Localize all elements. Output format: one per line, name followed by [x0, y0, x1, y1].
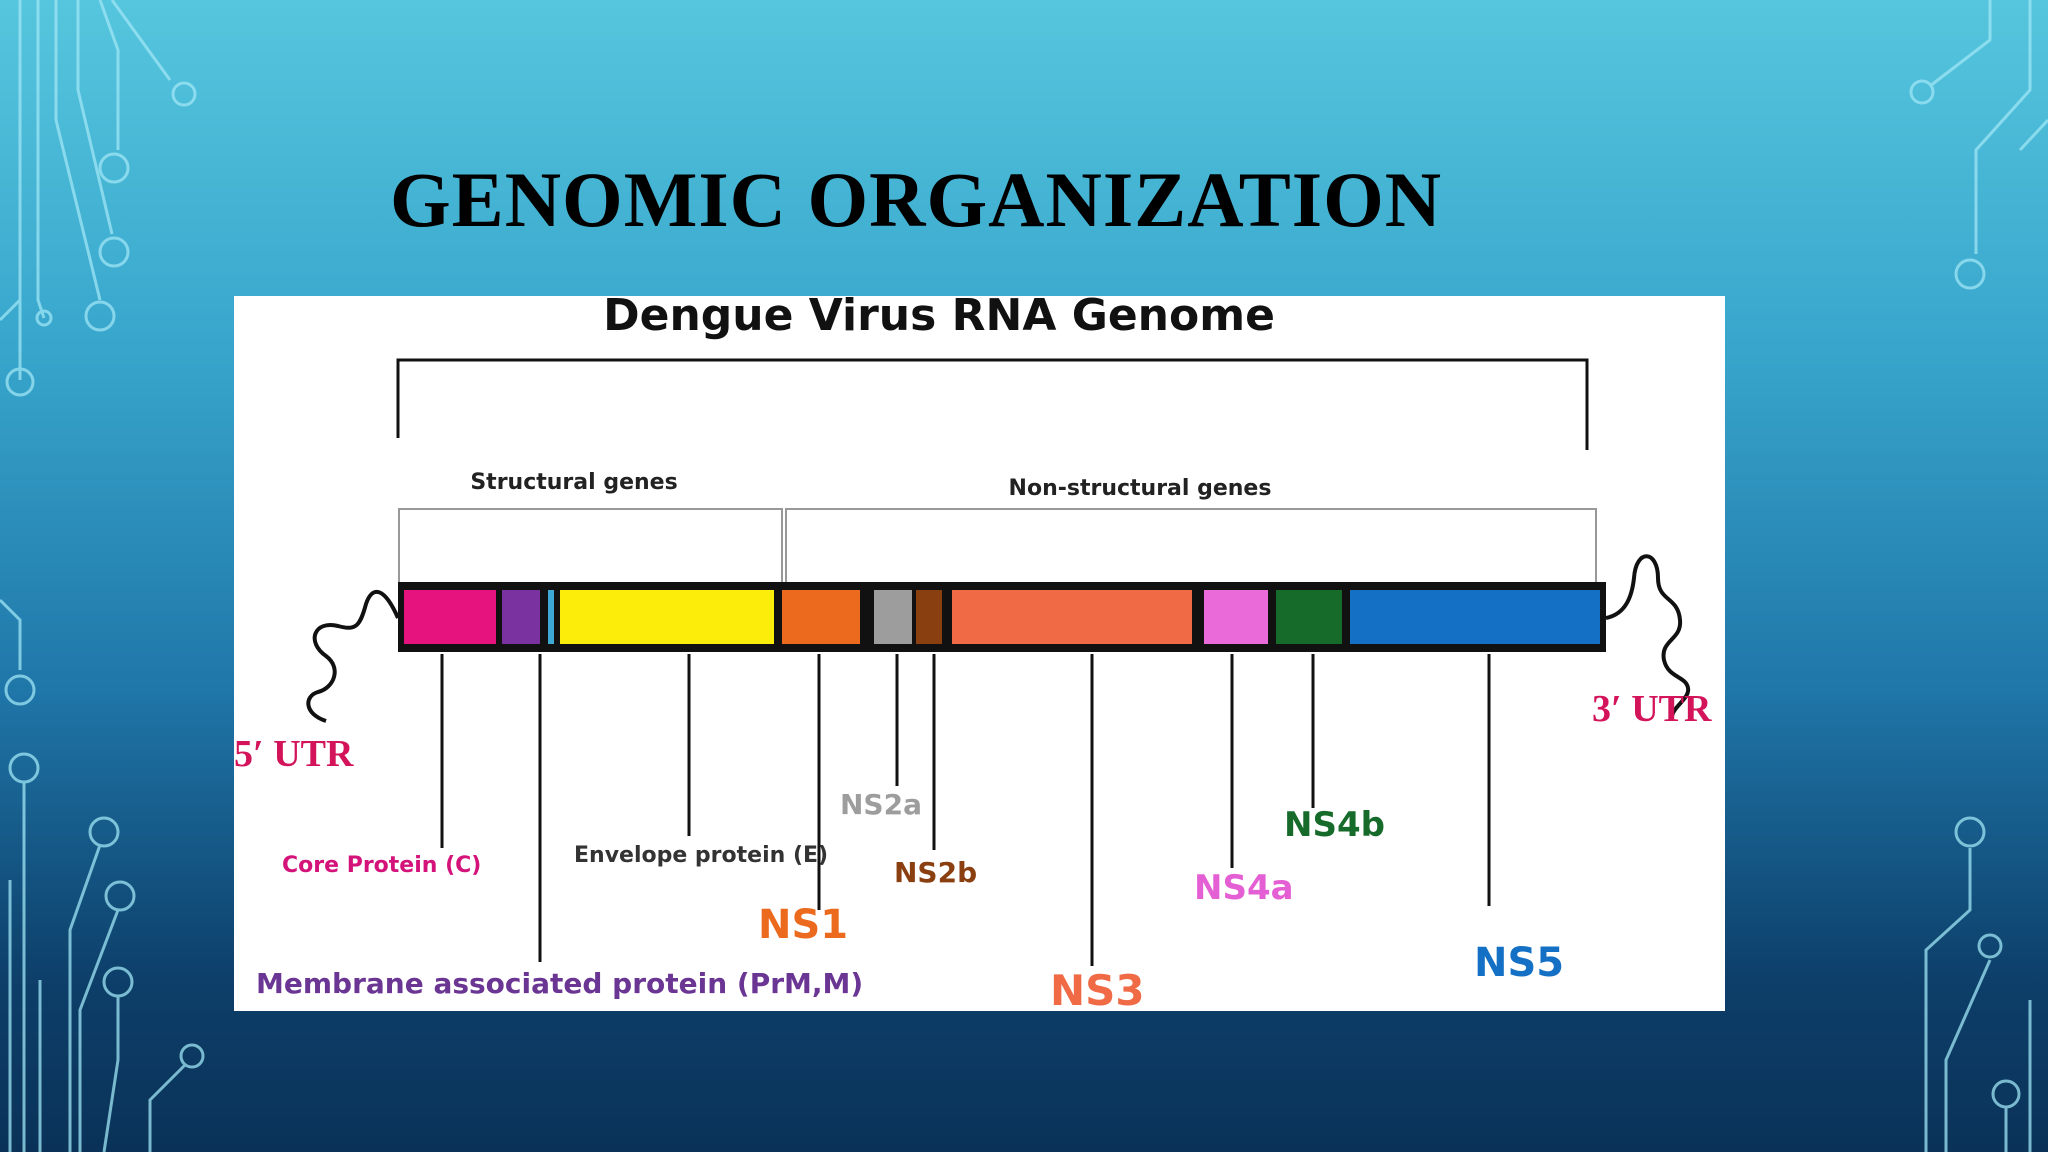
- segment-c: [404, 590, 496, 644]
- label-ns4b: NS4b: [1284, 805, 1385, 845]
- utr-5-label: 5′ UTR: [234, 733, 354, 775]
- genome-bracket: [396, 358, 1589, 450]
- segment-ns2b: [916, 590, 942, 644]
- segment-s1: [548, 590, 554, 644]
- segment-ns2a: [874, 590, 912, 644]
- figure-title: Dengue Virus RNA Genome: [603, 296, 1275, 341]
- label-membrane-protein: Membrane associated protein (PrM,M): [256, 967, 863, 1000]
- segment-ns3: [952, 590, 1192, 644]
- segment-ns5: [1350, 590, 1600, 644]
- leader-lines: [440, 654, 1491, 966]
- segment-ns4b: [1276, 590, 1342, 644]
- segment-ns1: [782, 590, 860, 644]
- non-structural-bracket: [785, 508, 1597, 583]
- segment-ns4a: [1204, 590, 1268, 644]
- label-ns5: NS5: [1474, 940, 1564, 986]
- genome-diagram: Dengue Virus RNA Genome Structural genes…: [234, 296, 1712, 1011]
- label-ns2b: NS2b: [894, 856, 977, 889]
- segment-prm: [502, 590, 540, 644]
- label-ns1: NS1: [758, 902, 848, 948]
- structural-bracket: [398, 508, 783, 583]
- utr-5-strand: [306, 589, 400, 723]
- utr-3-label: 3′ UTR: [1592, 688, 1712, 730]
- label-envelope-protein: Envelope protein (E): [574, 843, 828, 868]
- structural-genes-label: Structural genes: [470, 470, 677, 495]
- label-core-protein: Core Protein (C): [282, 853, 481, 878]
- genome-figure: Dengue Virus RNA Genome Structural genes…: [234, 296, 1725, 1011]
- label-ns2a: NS2a: [840, 788, 922, 821]
- label-ns4a: NS4a: [1194, 868, 1294, 908]
- segment-e: [560, 590, 774, 644]
- non-structural-genes-label: Non-structural genes: [1009, 476, 1272, 501]
- genome-segments: [404, 590, 1600, 644]
- slide-title: GENOMIC ORGANIZATION: [390, 156, 1443, 243]
- utr-3-strand: [1605, 554, 1691, 717]
- label-ns3: NS3: [1050, 966, 1145, 1011]
